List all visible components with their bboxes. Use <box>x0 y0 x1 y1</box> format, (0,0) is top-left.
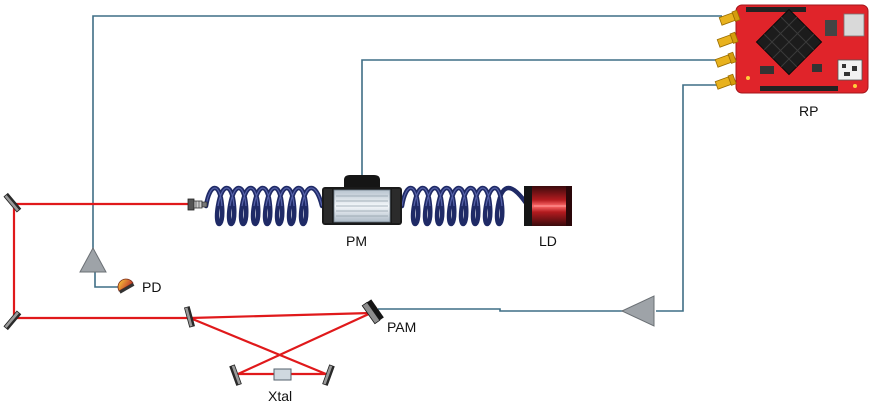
amplifier-triangle-icon <box>620 295 655 327</box>
amplifier-triangle-icon <box>79 246 107 273</box>
mirror-icon <box>3 192 22 213</box>
piezo-actuated-mirror-icon <box>361 299 384 325</box>
fiber-coil-left <box>203 185 325 227</box>
cavity-mirror-left-icon <box>229 364 242 386</box>
label-ld: LD <box>539 233 557 249</box>
signal-wires <box>92 15 722 312</box>
nonlinear-crystal-icon <box>273 368 292 381</box>
beam-cavity-cross-1 <box>189 312 372 376</box>
cavity-mirror-right-icon <box>322 364 335 386</box>
wire-rp-to-pd-amplifier <box>92 15 722 250</box>
wire-pd-to-amplifier <box>94 272 120 288</box>
photodiode-icon <box>117 278 135 294</box>
wire-amplifier-to-pam <box>378 308 624 312</box>
laser-diode-icon <box>524 186 572 226</box>
label-pam: PAM <box>387 319 416 335</box>
fiber-coil-right <box>399 185 531 227</box>
beamsplitter-mirror-icon <box>183 306 195 328</box>
phase-modulator-icon <box>322 175 402 225</box>
laser-beam <box>12 202 372 376</box>
wire-rp-to-pam-amplifier <box>656 84 722 312</box>
wire-rp-to-phase-modulator <box>361 59 720 178</box>
sma-connectors <box>714 9 741 90</box>
label-pm: PM <box>346 233 367 249</box>
red-pitaya-board-icon <box>714 4 869 94</box>
fiber-collimator-icon <box>187 198 208 211</box>
label-xtal: Xtal <box>268 388 292 404</box>
fpga-chip-icon <box>755 8 823 76</box>
label-pd: PD <box>142 279 161 295</box>
beam-beamsplitter-to-pam <box>189 311 372 320</box>
label-rp: RP <box>799 103 818 119</box>
mirror-icon <box>3 310 22 331</box>
